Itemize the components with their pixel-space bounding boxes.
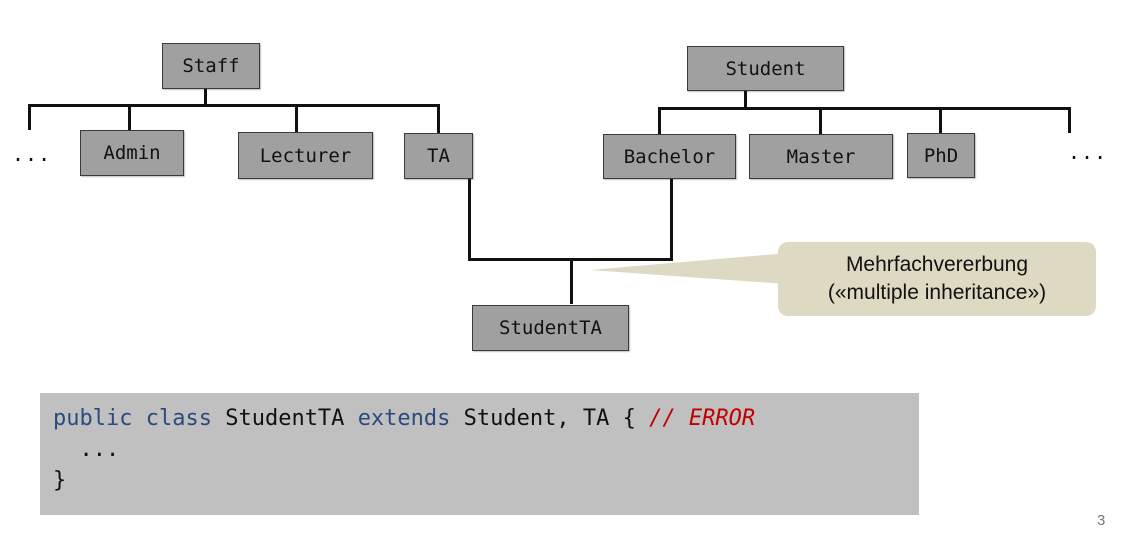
class-label: Admin xyxy=(103,142,161,164)
class-box-bachelor: Bachelor xyxy=(603,134,736,179)
page-number: 3 xyxy=(1097,512,1106,529)
class-box-admin: Admin xyxy=(80,130,184,176)
staff-bus xyxy=(28,104,440,107)
callout-line-1: Mehrfachvererbung xyxy=(845,253,1029,276)
code-class-name: StudentTA xyxy=(225,406,345,431)
code-keyword: public xyxy=(53,406,133,431)
class-box-phd: PhD xyxy=(907,133,975,178)
class-label: StudentTA xyxy=(499,317,602,339)
student-right-drop xyxy=(1068,107,1071,133)
student-stem xyxy=(744,90,747,109)
ellipsis-right: ... xyxy=(1068,140,1108,164)
studentta-stem xyxy=(570,258,573,304)
staff-left-drop xyxy=(28,104,31,130)
code-keyword: extends xyxy=(357,406,451,431)
code-line-2: ... xyxy=(53,437,120,462)
class-box-ta: TA xyxy=(404,133,473,179)
staff-stem xyxy=(204,89,207,106)
class-label: Lecturer xyxy=(259,144,352,167)
ta-drop xyxy=(437,104,440,134)
code-text: Student, TA { xyxy=(463,406,636,431)
class-label: TA xyxy=(427,145,450,167)
phd-drop xyxy=(939,107,942,134)
callout-multiple-inheritance: Mehrfachvererbung («multiple inheritance… xyxy=(778,242,1096,316)
bachelor-drop xyxy=(658,107,661,134)
class-label: Master xyxy=(786,145,856,168)
student-bus xyxy=(658,107,1071,110)
ellipsis-left: ... xyxy=(12,142,52,166)
code-keyword: class xyxy=(145,406,212,431)
master-drop xyxy=(819,107,822,134)
bachelor-to-join xyxy=(670,178,673,261)
class-label: PhD xyxy=(923,144,959,167)
lecturer-drop xyxy=(295,104,298,134)
class-label: Student xyxy=(725,57,806,80)
class-box-studentta: StudentTA xyxy=(472,305,629,351)
callout-line-2: («multiple inheritance») xyxy=(827,281,1047,304)
class-box-master: Master xyxy=(749,134,893,179)
code-comment-slashes: // xyxy=(649,406,676,431)
code-line-3: } xyxy=(53,468,67,493)
code-line-1: public class StudentTA extends Student, … xyxy=(53,403,919,434)
code-comment-error: ERROR xyxy=(688,406,756,431)
code-block: public class StudentTA extends Student, … xyxy=(40,393,919,515)
ta-to-join xyxy=(468,178,471,261)
class-label: Staff xyxy=(182,55,240,77)
class-box-lecturer: Lecturer xyxy=(238,132,373,179)
class-box-student: Student xyxy=(687,46,844,91)
admin-drop xyxy=(128,104,131,130)
class-label: Bachelor xyxy=(623,145,716,168)
class-box-staff: Staff xyxy=(162,43,260,89)
